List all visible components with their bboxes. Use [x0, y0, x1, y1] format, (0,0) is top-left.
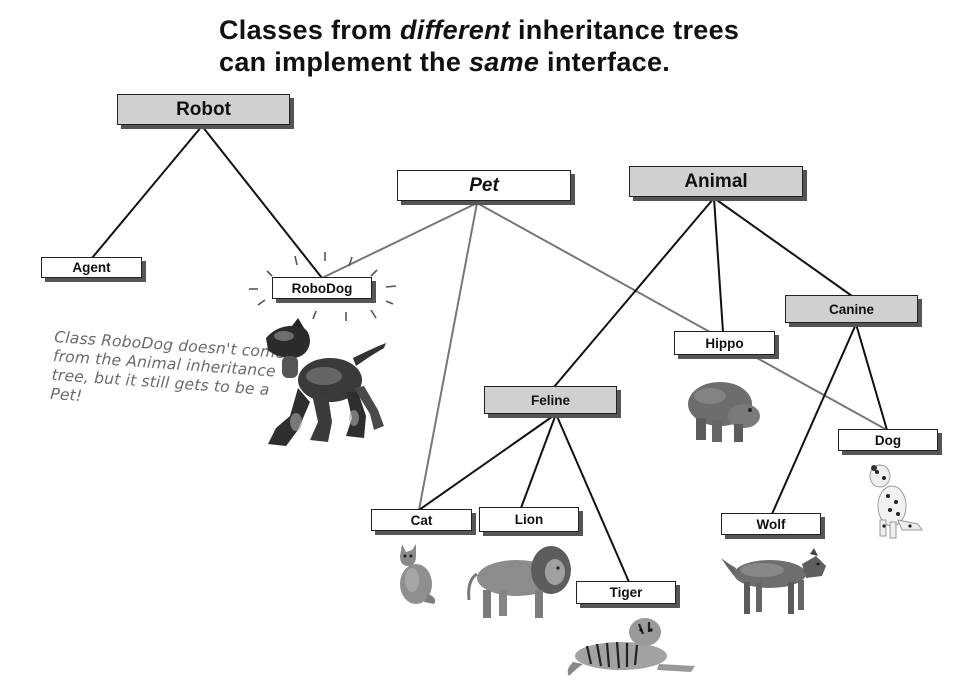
node-label: Canine: [828, 301, 874, 317]
node-hippo: Hippo: [674, 331, 775, 355]
node-label: Robot: [176, 98, 231, 120]
edge-animal-hippo: [713, 197, 724, 333]
node-label: Hippo: [705, 335, 744, 351]
node-label: Tiger: [609, 585, 643, 600]
node-canine: Canine: [785, 295, 918, 323]
hippo-image: [688, 382, 760, 442]
node-pet-interface: Pet: [397, 170, 571, 201]
wolf-image: [720, 548, 826, 614]
node-robodog: RoboDog: [272, 277, 372, 299]
robot-dog-image: [266, 318, 386, 446]
title-text: interface.: [539, 47, 671, 77]
node-label: Cat: [410, 512, 433, 528]
title-emphasis: same: [468, 47, 540, 77]
node-label: Wolf: [756, 516, 786, 532]
node-robot: Robot: [117, 94, 290, 125]
node-label: Animal: [684, 170, 748, 192]
edge-pet-cat: [418, 202, 478, 511]
handwritten-note: Class RoboDog doesn't come from the Anim…: [49, 328, 286, 406]
excitement-marks: [249, 252, 397, 321]
edge-feline-cat: [418, 413, 557, 511]
edge-robot-robodog: [201, 125, 323, 279]
node-label: Feline: [530, 392, 570, 408]
node-dog: Dog: [838, 429, 938, 451]
tiger-image: [567, 618, 695, 676]
node-animal: Animal: [629, 166, 803, 197]
node-agent: Agent: [41, 257, 142, 278]
edge-canine-dog: [855, 323, 888, 431]
edge-robot-agent: [91, 125, 203, 259]
edge-feline-tiger: [555, 413, 630, 583]
edge-pet-dog: [476, 202, 888, 431]
page-title: Classes from different inheritance trees…: [219, 14, 919, 78]
title-line-1: Classes from different inheritance trees: [219, 14, 919, 46]
edge-animal-feline: [553, 197, 715, 388]
edge-animal-canine: [713, 197, 853, 297]
node-cat: Cat: [371, 509, 472, 531]
node-lion: Lion: [479, 507, 579, 532]
node-label: RoboDog: [291, 280, 353, 296]
title-line-2: can implement the same interface.: [219, 46, 919, 78]
title-text: Classes from: [219, 15, 400, 45]
title-text: inheritance trees: [510, 15, 740, 45]
title-emphasis: different: [399, 15, 511, 45]
node-label: Agent: [72, 260, 111, 275]
node-label: Dog: [874, 432, 902, 448]
edge-canine-wolf: [771, 323, 857, 515]
lion-image: [467, 546, 571, 618]
node-wolf: Wolf: [721, 513, 821, 535]
title-text: can implement the: [219, 47, 469, 77]
cat-image: [400, 544, 436, 604]
edge-feline-lion: [520, 413, 557, 509]
node-feline: Feline: [484, 386, 617, 414]
node-tiger: Tiger: [576, 581, 676, 604]
node-label: Lion: [514, 512, 544, 527]
edge-pet-robodog: [321, 202, 478, 279]
node-label: Pet: [469, 174, 499, 196]
dalmatian-image: [869, 464, 923, 539]
